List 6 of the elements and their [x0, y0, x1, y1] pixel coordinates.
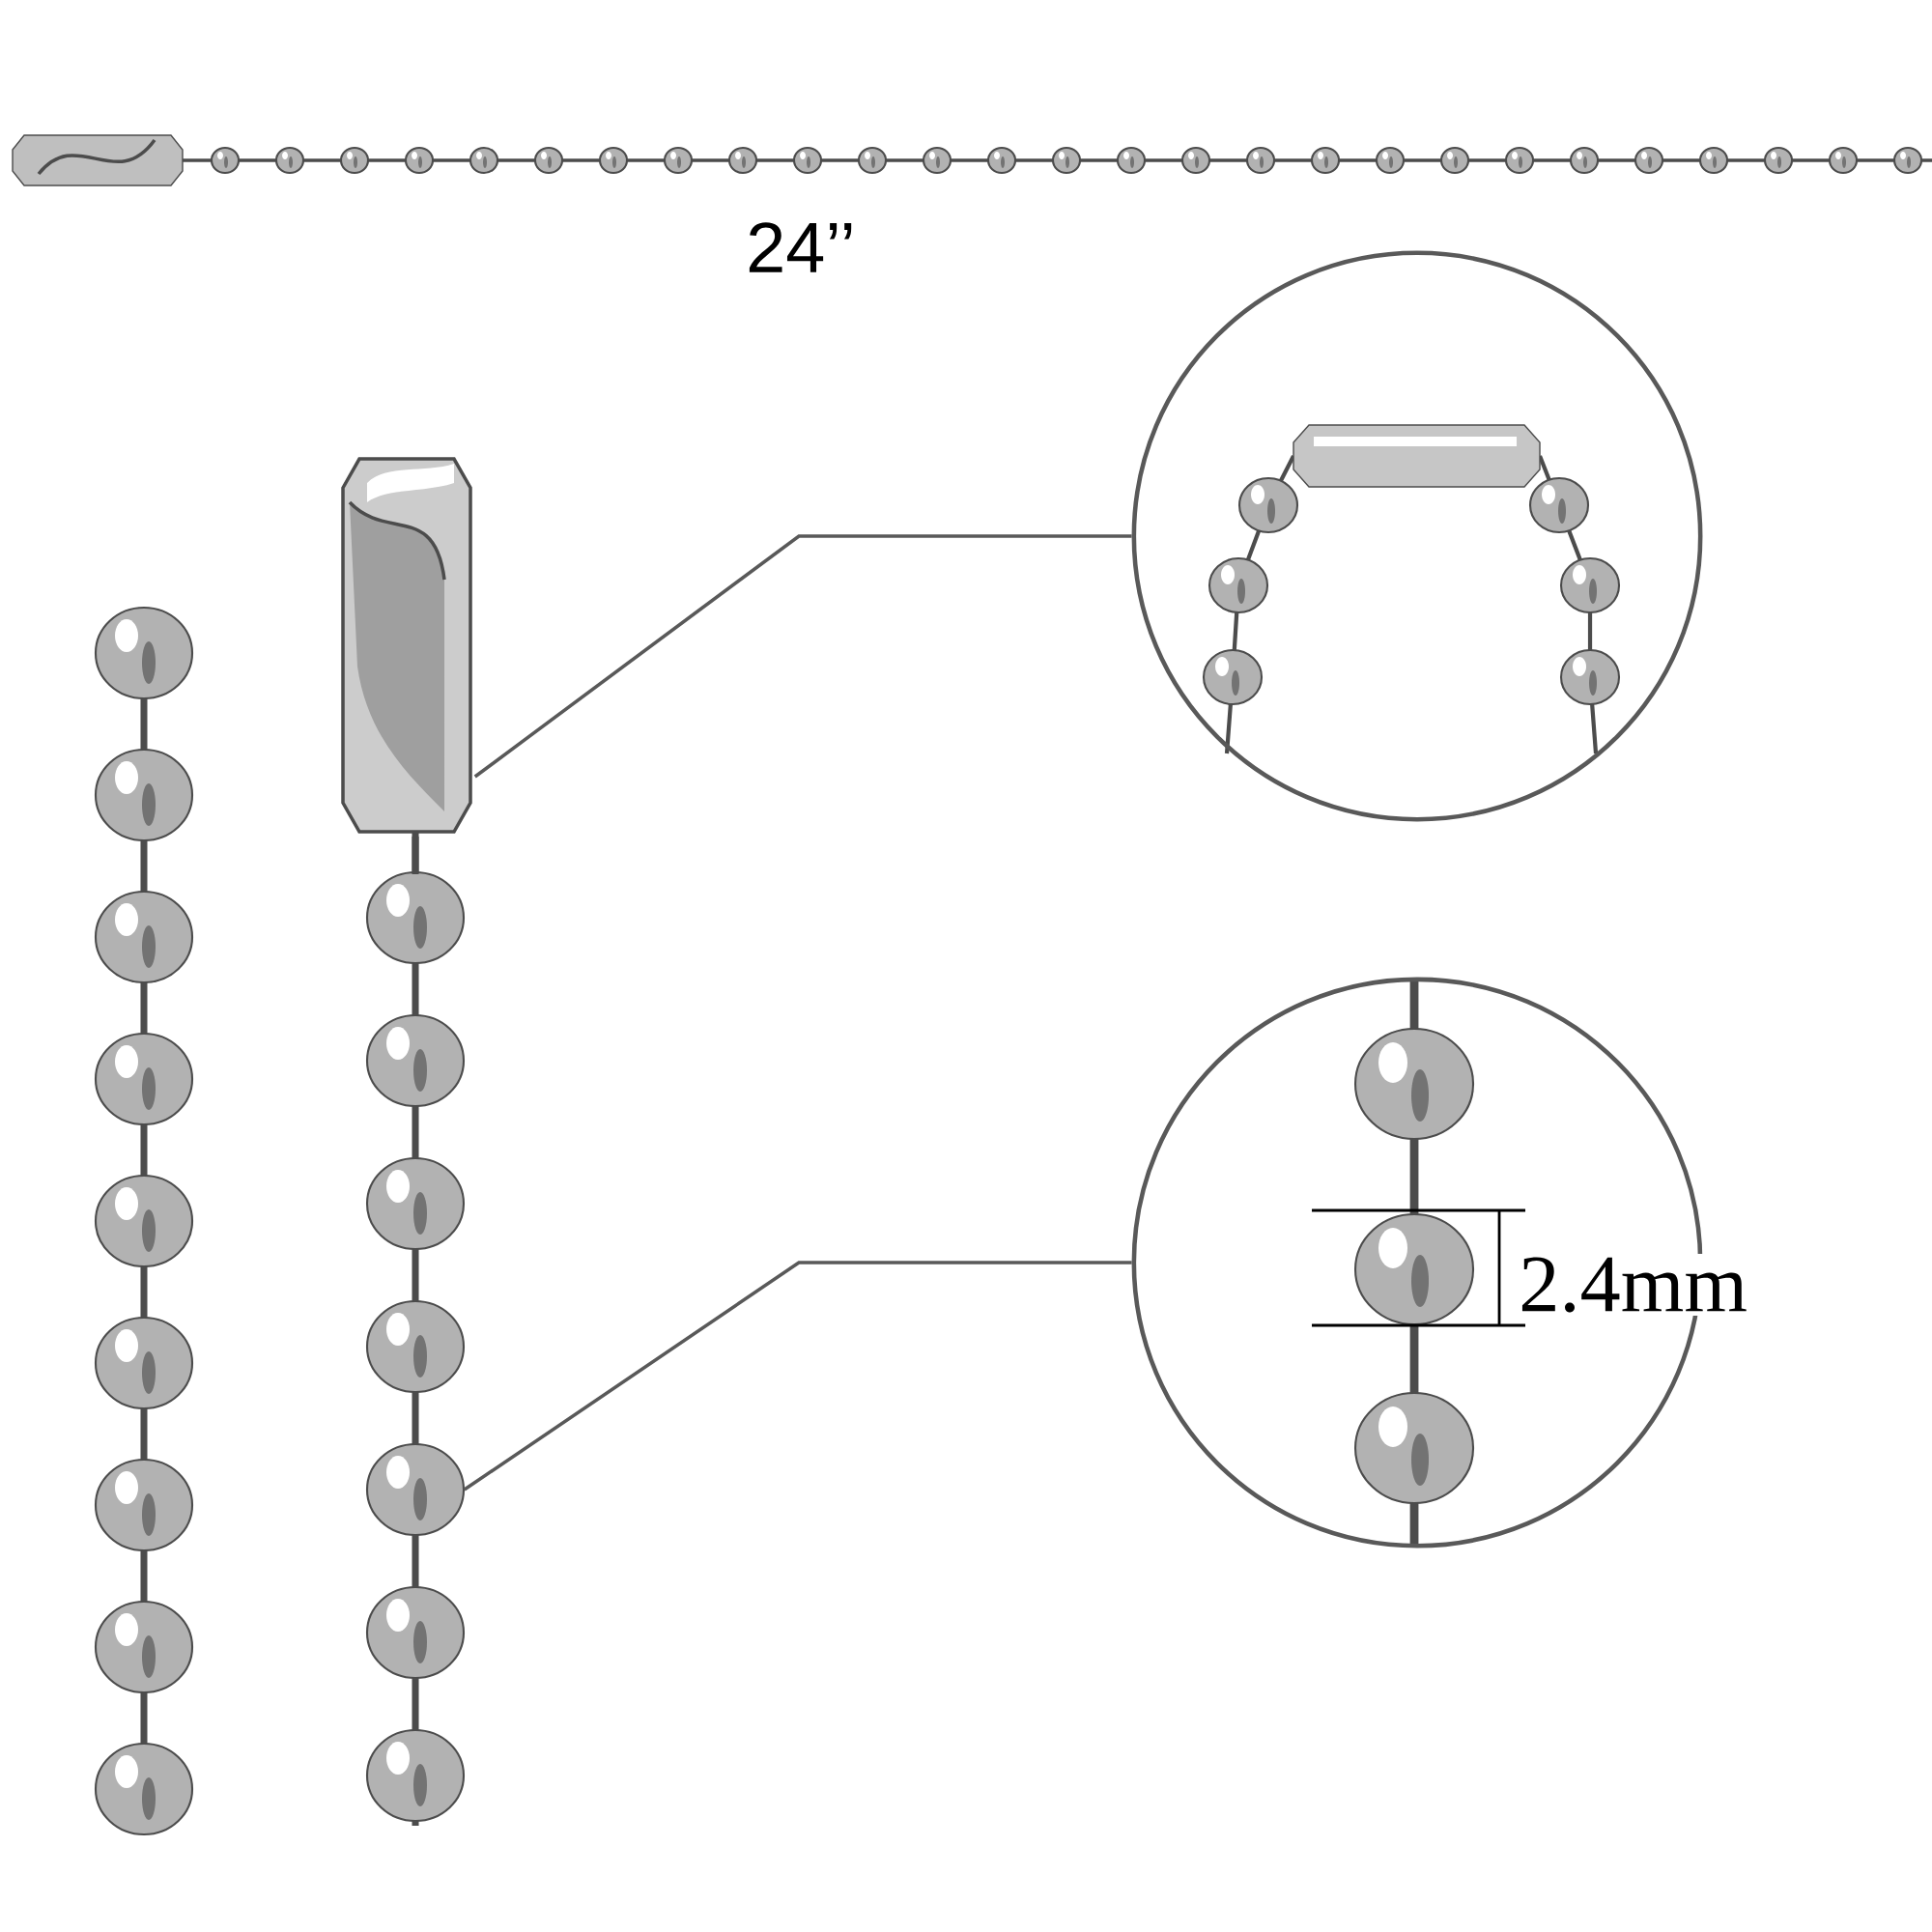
- chain-ball: [365, 1442, 466, 1537]
- dimension-label: 24’’: [749, 222, 852, 272]
- dimension-label: 2.4mm: [1515, 1253, 1751, 1317]
- leader-line: [473, 534, 1132, 779]
- leader-line: [463, 1261, 1132, 1492]
- magnifier-circle: [1131, 250, 1703, 822]
